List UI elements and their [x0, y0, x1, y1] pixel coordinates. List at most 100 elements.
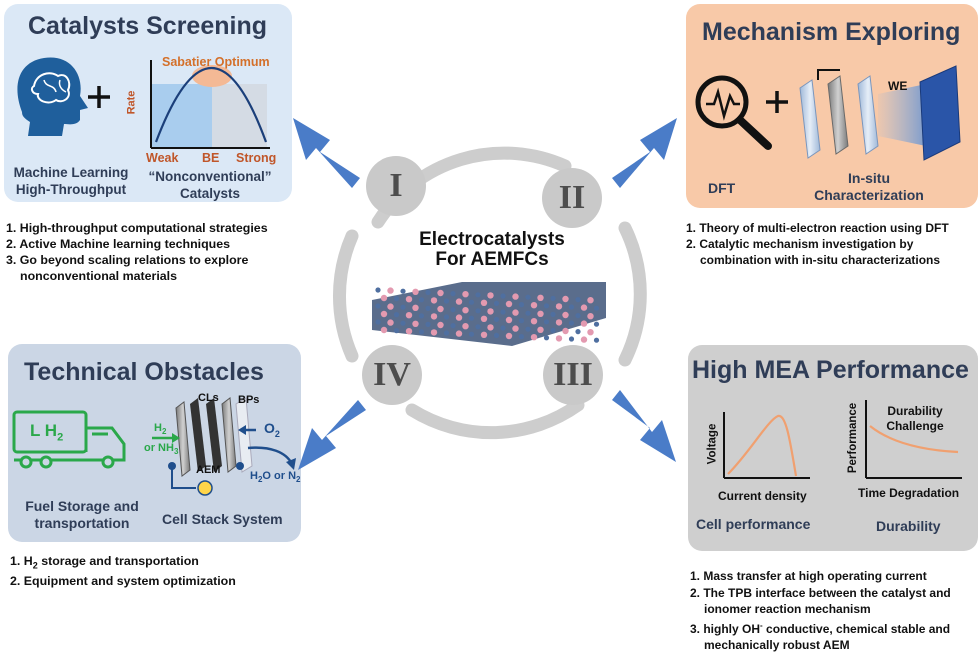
lattice-atom	[437, 305, 444, 313]
h2-input-label: H2	[154, 422, 166, 436]
oh-superscript: -	[760, 620, 763, 630]
lattice-atom	[525, 326, 531, 332]
fuel-storage-label: Fuel Storage and transportation	[10, 498, 154, 532]
lattice-atom	[530, 318, 538, 325]
screening-list: 1. High-throughput computational strateg…	[6, 220, 268, 284]
catalyst-label-line2: Catalysts	[179, 186, 241, 201]
mea-list: 1. Mass transfer at high operating curre…	[690, 568, 951, 654]
tick-weak: Weak	[146, 151, 179, 165]
lattice-atom	[543, 303, 550, 309]
lattice-atom	[462, 323, 469, 330]
performance-axis-label: Performance	[847, 402, 860, 474]
nh3-text: or NH	[144, 442, 174, 454]
technical-obstacles-panel	[8, 344, 301, 542]
screening-item-3-cont: nonconventional materials	[20, 269, 177, 283]
screening-title: Catalysts Screening	[28, 12, 267, 40]
lattice-atom	[375, 319, 381, 325]
lattice-atom	[518, 302, 525, 308]
lattice-atom	[593, 305, 600, 311]
lattice-atom	[580, 320, 588, 327]
voltage-current-plot	[723, 412, 810, 479]
arrow-to-obstacles	[298, 400, 366, 470]
lattice-atom	[512, 293, 519, 300]
lattice-atom	[380, 326, 388, 334]
lattice-atom	[387, 303, 394, 310]
ml-label-line2: High-Throughput	[15, 182, 127, 197]
lattice-atom	[393, 328, 400, 334]
lattice-atom	[518, 318, 525, 324]
obstacles-item-2: 2. Equipment and system optimization	[10, 574, 236, 589]
h2-sub: 2	[161, 427, 167, 437]
roman-numeral-ii: II	[542, 168, 602, 228]
mea-item-3: 3. highly OH- conductive, chemical stabl…	[690, 618, 951, 638]
o2-sub: 2	[274, 428, 280, 439]
lattice-atom	[537, 294, 544, 301]
mechanism-item-2-cont: combination with in-situ characterizatio…	[700, 253, 941, 267]
lattice-atom	[505, 300, 513, 308]
lattice-atom	[387, 287, 394, 294]
o2-text: O	[264, 420, 275, 436]
plus-icon-mechanism	[766, 91, 788, 113]
lattice-atom	[393, 312, 400, 318]
mechanism-list: 1. Theory of multi-electron reaction usi…	[686, 220, 949, 268]
lattice-atom	[430, 313, 438, 320]
arrow-to-mea	[612, 390, 676, 462]
lattice-atom	[575, 329, 581, 335]
lattice-atom	[480, 331, 488, 338]
roman-numeral-iii: III	[543, 345, 603, 405]
plus-icon-screening	[88, 86, 110, 108]
cell-stack-label: Cell Stack System	[162, 511, 283, 527]
lattice-atom	[430, 329, 438, 336]
lattice-atom	[475, 308, 481, 314]
catalyst-lattice-image	[372, 282, 606, 346]
lattice-atom	[575, 313, 581, 319]
we-label: WE	[888, 79, 908, 93]
lattice-atom	[462, 291, 469, 298]
lattice-atom	[450, 291, 456, 297]
lattice-atom	[375, 287, 381, 293]
roman-numeral-iv: IV	[362, 345, 422, 405]
lattice-atom	[550, 327, 556, 333]
durability-challenge-line1: Durability	[887, 404, 943, 418]
catalyst-label: “Nonconventional” Catalysts	[140, 168, 280, 202]
lattice-atom	[487, 292, 494, 299]
lattice-atom	[580, 304, 588, 311]
lattice-atom	[443, 298, 450, 304]
lattice-atom	[468, 315, 475, 321]
lattice-atom	[512, 325, 519, 332]
catalyst-label-line1: “Nonconventional”	[148, 169, 272, 184]
lattice-atom	[437, 289, 444, 297]
obstacles-title: Technical Obstacles	[24, 358, 264, 386]
mea-item-3-cont: mechanically robust AEM	[704, 638, 850, 652]
o2-label: O2	[264, 420, 280, 443]
lattice-atom	[568, 336, 575, 342]
center-title-line2: For AEMFCs	[435, 249, 549, 270]
lattice-atom	[505, 316, 513, 324]
lattice-atom	[475, 324, 481, 330]
mea-item-3-post: conductive, chemical stable and	[766, 621, 951, 636]
lattice-atom	[555, 335, 563, 342]
lattice-atom	[405, 328, 413, 335]
truck-label: L H2	[30, 422, 63, 446]
lattice-atom	[525, 294, 531, 300]
fuel-storage-line1: Fuel Storage and	[25, 498, 139, 514]
lattice-atom	[475, 292, 481, 298]
lattice-atom	[430, 297, 438, 304]
current-density-label: Current density	[718, 489, 807, 503]
lattice-atom	[412, 288, 419, 295]
lattice-atom	[543, 319, 550, 325]
lattice-atom	[400, 288, 406, 294]
lattice-atom	[550, 295, 556, 301]
lattice-atom	[425, 289, 431, 295]
lattice-atom	[493, 316, 500, 322]
obstacles-item-1-post: storage and transportation	[37, 554, 199, 568]
lattice-atom	[480, 299, 488, 306]
lattice-atom	[418, 297, 425, 303]
cell-stack-illustration	[152, 397, 296, 496]
lattice-atom	[412, 320, 419, 327]
insitu-label-line2: Characterization	[814, 187, 924, 203]
mechanism-title: Mechanism Exploring	[702, 18, 961, 46]
lattice-atom	[418, 329, 425, 335]
lattice-atom	[525, 310, 531, 316]
